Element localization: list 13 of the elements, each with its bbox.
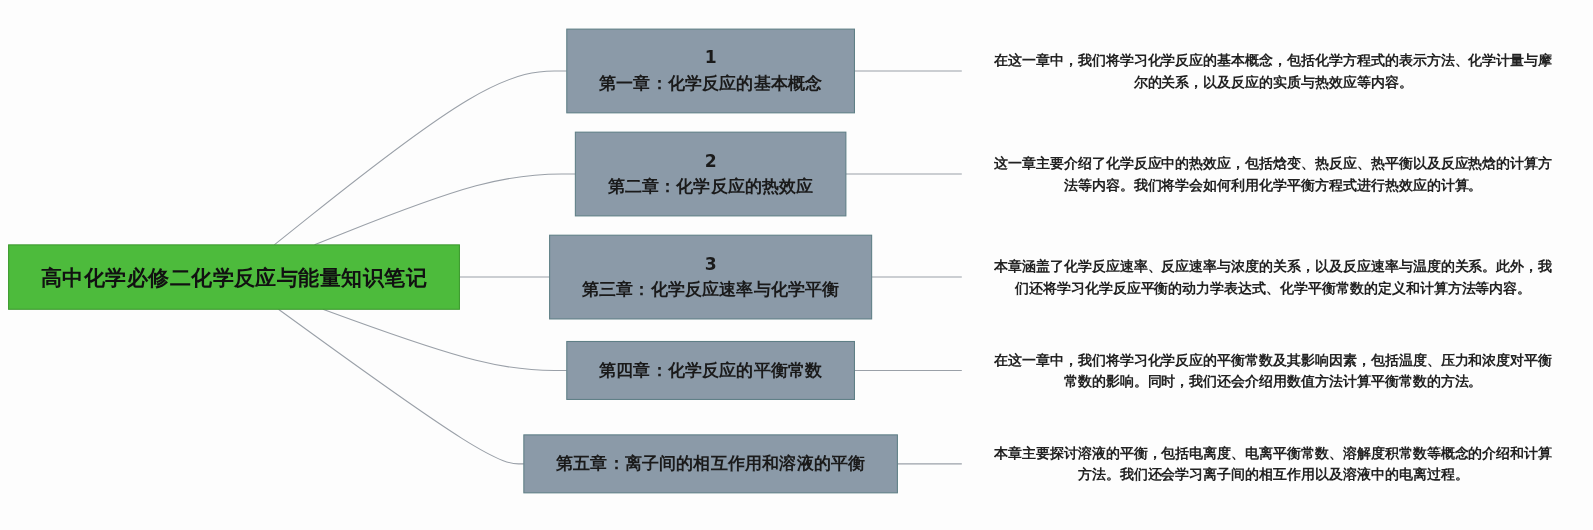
- node-box: 高中化学必修二化学反应与能量知识笔记: [8, 244, 460, 310]
- node-box: 第四章：化学反应的平衡常数: [566, 340, 855, 400]
- node-box: 第五章：离子间的相互作用和溶液的平衡: [523, 434, 898, 494]
- node-text: 这一章主要介绍了化学反应中的热效应，包括焓变、热反应、热平衡以及反应热焓的计算方法等内容。我们将学会如何利用化学平衡方程式进行热效应的计算。: [994, 155, 1553, 193]
- connector: [845, 173, 963, 175]
- node-box: 2 第二章：化学反应的热效应: [574, 131, 847, 217]
- node-text: 在这一章中，我们将学习化学反应的基本概念，包括化学方程式的表示方法、化学计量与摩尔的关系，以及反应的实质与热效应等内容。: [994, 52, 1553, 90]
- connector: [871, 276, 963, 278]
- node-text: 本章涵盖了化学反应速率、反应速率与浓度的关系，以及反应速率与温度的关系。此外，我们还将学习化学反应平衡的动力学表达式、化学平衡常数的定义和计算方法等内容。: [994, 258, 1553, 296]
- node-box: 1 第一章：化学反应的基本概念: [566, 28, 855, 114]
- node-text: 在这一章中，我们将学习化学反应的平衡常数及其影响因素，包括温度、压力和浓度对平衡常数的影响。同时，我们还会介绍用数值方法计算平衡常数的方法。: [994, 351, 1553, 389]
- node-box: 3 第三章：化学反应速率与化学平衡: [549, 234, 873, 320]
- node-text: 本章主要探讨溶液的平衡，包括电离度、电离平衡常数、溶解度积常数等概念的介绍和计算方法。我们还会学习离子间的相互作用以及溶液中的电离过程。: [994, 445, 1553, 483]
